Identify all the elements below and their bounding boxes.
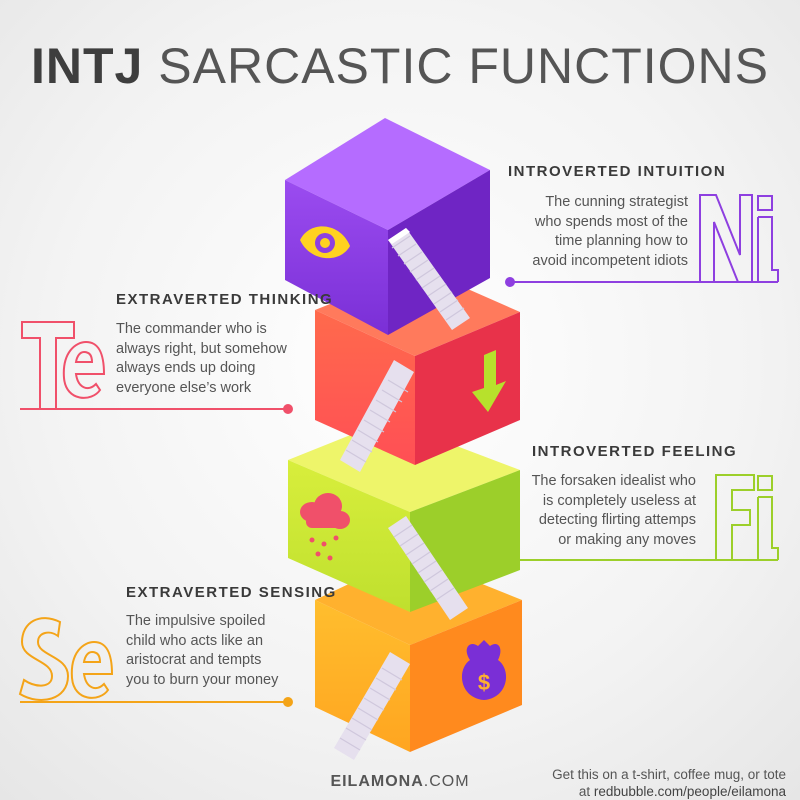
te-heading: EXTRAVERTED THINKING <box>116 291 334 308</box>
te-line: always right, but somehow <box>116 340 287 357</box>
ni-connector <box>505 277 778 287</box>
footer-brand-light: .COM <box>423 773 470 790</box>
se-line: aristocrat and tempts <box>126 652 262 668</box>
ni-line: time planning how to <box>555 233 688 249</box>
ni-heading: INTROVERTED INTUITION <box>508 163 727 180</box>
fi-line: or making any moves <box>558 531 696 548</box>
title-light: SARCASTIC FUNCTIONS <box>158 38 769 94</box>
page-title: INTJ SARCASTIC FUNCTIONS <box>0 36 800 96</box>
money-bag-icon: $ <box>461 640 507 700</box>
fi-line: detecting flirting attemps <box>538 512 696 528</box>
svg-text:$: $ <box>478 670 490 695</box>
footer-link[interactable]: redbubble.com/people/eilamona <box>593 784 786 799</box>
fi-description: The forsaken idealist who is completely … <box>490 472 696 550</box>
footer-brand-bold: EILAMONA <box>330 773 424 790</box>
footer-note-line1: Get this on a t-shirt, coffee mug, or to… <box>552 767 786 782</box>
ni-line: who spends most of the <box>534 213 688 230</box>
footer-brand[interactable]: EILAMONA.COM <box>320 773 480 791</box>
stairs-4 <box>334 652 410 760</box>
ni-line: The cunning strategist <box>545 194 688 210</box>
eye-icon <box>300 226 350 259</box>
footer-note: Get this on a t-shirt, coffee mug, or to… <box>552 766 786 800</box>
te-letters <box>21 321 106 410</box>
te-line: everyone else’s work <box>116 379 252 396</box>
se-heading: EXTRAVERTED SENSING <box>126 584 337 601</box>
se-connector <box>20 697 293 707</box>
title-bold: INTJ <box>31 38 144 94</box>
stairs-3 <box>388 516 468 620</box>
stairs-1 <box>388 228 470 330</box>
ni-letters <box>699 194 779 283</box>
footer-note-at: at <box>578 784 591 799</box>
se-line: child who acts like an <box>126 632 264 649</box>
te-connector <box>20 404 293 414</box>
se-line: you to burn your money <box>126 671 279 688</box>
fi-connector <box>505 555 778 565</box>
fi-line: is completely useless at <box>542 492 696 509</box>
fi-line: The forsaken idealist who <box>531 473 696 489</box>
se-letters <box>18 617 114 701</box>
ni-line: avoid incompetent idiots <box>532 252 688 269</box>
ni-description: The cunning strategist who spends most o… <box>480 193 688 271</box>
ni-cube <box>285 118 490 335</box>
fi-letters <box>715 474 779 561</box>
se-description: The impulsive spoiled child who acts lik… <box>126 612 316 690</box>
te-description: The commander who is always right, but s… <box>116 320 316 398</box>
fi-heading: INTROVERTED FEELING <box>532 443 738 460</box>
arrow-down-icon <box>472 350 506 412</box>
te-line: The commander who is <box>116 321 267 337</box>
se-line: The impulsive spoiled <box>126 613 266 629</box>
rain-cloud-icon <box>300 493 350 561</box>
te-line: always ends up doing <box>116 360 256 376</box>
stairs-2 <box>340 360 414 472</box>
